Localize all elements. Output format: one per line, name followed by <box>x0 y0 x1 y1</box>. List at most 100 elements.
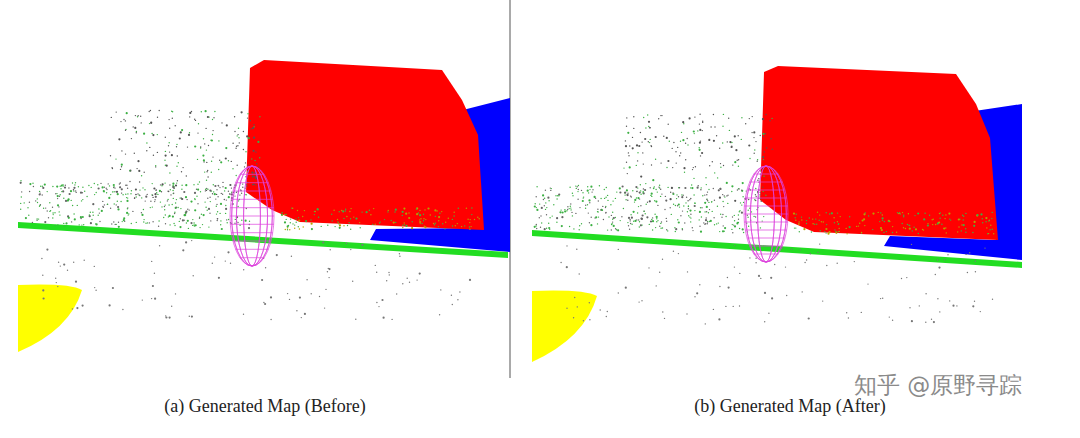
map-point <box>768 313 769 314</box>
map-point <box>289 299 290 300</box>
map-point <box>680 215 681 216</box>
map-point <box>637 197 639 199</box>
map-point <box>679 187 680 188</box>
map-point <box>932 219 933 220</box>
map-point <box>302 216 303 217</box>
map-point <box>545 209 546 210</box>
map-point <box>656 218 657 219</box>
map-point <box>24 202 25 203</box>
map-point <box>838 223 839 224</box>
map-point <box>116 204 117 205</box>
map-point <box>705 177 706 178</box>
map-point <box>110 208 111 209</box>
yellow-object <box>532 291 597 362</box>
map-point <box>159 110 160 111</box>
map-point <box>659 185 660 186</box>
map-point <box>734 215 735 216</box>
map-point <box>298 217 299 218</box>
map-point <box>61 185 63 187</box>
map-point <box>237 145 238 146</box>
map-point <box>141 197 142 198</box>
map-point <box>627 132 629 134</box>
map-point <box>227 251 229 253</box>
map-point <box>187 146 188 147</box>
map-point <box>425 219 426 220</box>
map-point <box>690 214 691 215</box>
map-point <box>637 187 638 188</box>
map-point <box>161 206 162 207</box>
map-point <box>846 233 847 234</box>
map-point <box>588 199 590 201</box>
map-point <box>973 225 975 227</box>
map-point <box>172 111 173 112</box>
map-point <box>157 117 158 118</box>
map-point <box>718 189 720 191</box>
map-point <box>831 212 833 214</box>
map-point <box>243 314 244 315</box>
map-point <box>477 217 478 218</box>
map-point <box>915 229 916 230</box>
wire-parallel <box>230 224 273 225</box>
ellipsoid <box>230 166 274 266</box>
map-point <box>602 206 603 207</box>
map-point <box>135 194 136 195</box>
map-point <box>108 183 109 184</box>
map-point <box>825 228 827 230</box>
map-point <box>643 211 644 212</box>
map-point <box>129 170 130 171</box>
map-point <box>173 193 174 194</box>
map-point <box>640 205 641 206</box>
map-panel-a <box>18 60 510 352</box>
map-point <box>33 186 34 187</box>
map-point <box>65 200 67 202</box>
map-point <box>63 264 65 266</box>
map-point <box>694 296 695 297</box>
map-point <box>758 275 760 277</box>
map-point <box>547 197 549 199</box>
map-point <box>98 187 100 189</box>
map-point <box>253 184 254 185</box>
map-point <box>763 176 764 177</box>
map-point <box>708 212 709 213</box>
map-point <box>667 230 668 231</box>
map-point <box>633 128 634 129</box>
map-point <box>908 213 909 214</box>
map-point <box>175 202 176 203</box>
map-point <box>603 219 604 220</box>
map-point <box>800 249 801 250</box>
map-point <box>82 199 83 200</box>
map-point <box>604 189 605 190</box>
map-point <box>687 144 688 145</box>
map-point <box>922 229 923 230</box>
map-point <box>416 207 418 209</box>
map-point <box>149 111 150 112</box>
map-point <box>423 214 424 215</box>
map-point <box>615 228 616 229</box>
map-point <box>49 211 50 212</box>
map-point <box>435 216 436 217</box>
map-point <box>909 225 910 226</box>
map-point <box>703 222 704 223</box>
map-point <box>719 197 721 199</box>
map-point <box>575 213 576 214</box>
map-point <box>963 219 964 220</box>
map-point <box>899 212 900 213</box>
map-point <box>647 202 648 203</box>
map-point <box>861 232 862 233</box>
map-point <box>117 201 118 202</box>
map-point <box>748 210 749 211</box>
map-point <box>203 138 204 139</box>
map-point <box>719 231 720 232</box>
map-point <box>597 209 598 210</box>
map-point <box>605 212 606 213</box>
map-point <box>687 211 688 212</box>
map-point <box>55 225 56 226</box>
map-point <box>753 216 754 217</box>
map-point <box>562 211 564 213</box>
map-point <box>57 224 58 225</box>
map-point <box>166 165 168 167</box>
map-point <box>57 286 58 287</box>
map-point <box>292 208 293 209</box>
map-point <box>121 192 122 193</box>
map-point <box>642 152 643 153</box>
